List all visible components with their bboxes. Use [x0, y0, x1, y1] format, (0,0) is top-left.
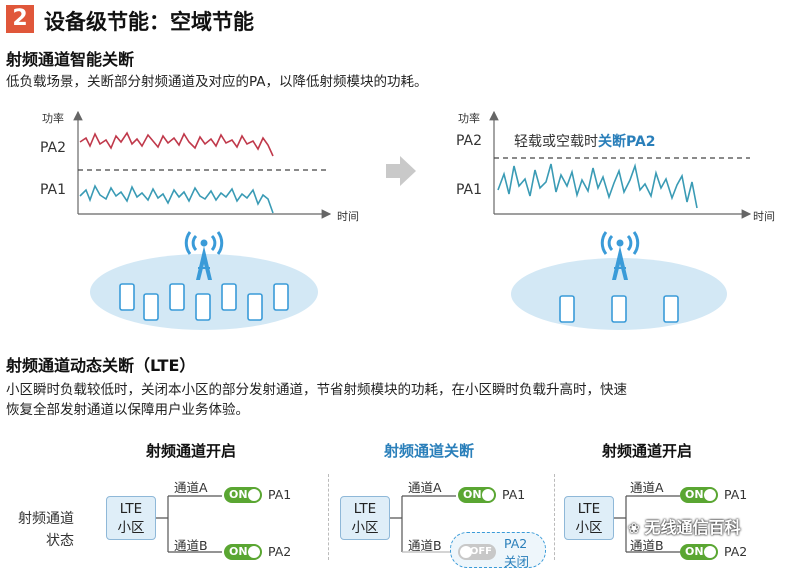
panel-title: 射频通道开启 [146, 442, 237, 460]
pa2-label: PA2 [268, 544, 292, 559]
transition-arrow [384, 154, 418, 192]
section2-desc-line2: 恢复全部发射通道以保障用户业务体验。 [6, 402, 249, 418]
right-xlabel: 时间 [753, 210, 775, 223]
wechat-icon: ❀ [628, 521, 645, 537]
right-ylabel: 功率 [458, 111, 480, 125]
watermark-text: 无线通信百科 [644, 518, 741, 537]
cell-line2: 小区 [351, 520, 379, 536]
left-cell-illustration [88, 222, 320, 334]
pa1-label: PA1 [724, 487, 748, 502]
left-pa1-label: PA1 [40, 182, 66, 198]
channel-b-label: 通道B [174, 538, 208, 553]
channel-b-label: 通道B [630, 538, 664, 553]
left-xlabel: 时间 [337, 210, 359, 223]
cell-line2: 小区 [575, 520, 603, 536]
row-label-line2: 状态 [46, 533, 74, 549]
panel-separator [328, 474, 329, 560]
section1-desc: 低负载场景，关断部分射频通道及对应的PA，以降低射频模块的功耗。 [6, 74, 428, 90]
phone-icons [119, 283, 289, 321]
cell-line2: 小区 [117, 520, 145, 536]
panel-title: 射频通道开启 [602, 442, 693, 460]
left-cell-svg [90, 231, 318, 330]
row-label-line1: 射频通道 [18, 511, 74, 527]
channel-b-label: 通道B [408, 538, 442, 553]
watermark: ❀ 无线通信百科 [628, 514, 741, 538]
panel-channels-on-1: 射频通道开启 LTE 小区 通道A 通道B ON PA1 ON PA2 [98, 440, 326, 561]
pa2-label: PA2 [724, 544, 748, 559]
panel-channels-off: 射频通道关断 LTE 小区 通道A 通道B ON PA1 OFF PA2 关闭 [332, 440, 552, 569]
panel-title: 射频通道关断 [384, 442, 475, 460]
lte-cell-box: LTE 小区 [106, 496, 156, 540]
cell-line1: LTE [353, 501, 377, 517]
channel-a-switch[interactable]: ON [224, 487, 262, 503]
pa1-series [497, 163, 698, 209]
base-station-icon [184, 231, 224, 280]
section2-desc-line1: 小区瞬时负载较低时，关闭本小区的部分发射通道，节省射频模块的功耗，在小区瞬时负载… [6, 382, 627, 398]
channel-b-switch[interactable]: ON [680, 544, 718, 560]
channel-a-label: 通道A [174, 480, 208, 495]
channel-a-switch[interactable]: ON [680, 487, 718, 503]
base-station-icon [600, 231, 640, 280]
pa2-series [79, 131, 274, 157]
channel-a-label: 通道A [408, 480, 442, 495]
channel-b-switch[interactable]: OFF [458, 544, 496, 560]
right-chart-svg: 功率 PA2 PA1 轻载或空载时关断PA2 时间 [456, 110, 775, 223]
pa1-label: PA1 [268, 487, 292, 502]
channel-a-label: 通道A [630, 480, 664, 495]
section1-title: 射频通道智能关断 [6, 50, 135, 69]
lte-cell-box: LTE 小区 [564, 496, 614, 540]
channel-a-switch[interactable]: ON [458, 487, 496, 503]
page-title: 设备级节能：空域节能 [44, 10, 254, 34]
right-pa2-label: PA2 [456, 133, 482, 149]
left-ylabel: 功率 [42, 111, 64, 125]
right-note: 轻载或空载时关断PA2 [514, 133, 656, 150]
phone-icons [559, 295, 679, 323]
left-power-chart: 功率 PA2 PA1 时间 [0, 100, 360, 230]
right-cell-svg [511, 231, 727, 330]
arrow-right-icon [386, 156, 416, 186]
pa1-series [79, 184, 274, 214]
channel-b-switch[interactable]: ON [224, 544, 262, 560]
cell-line1: LTE [119, 501, 143, 517]
cell-line1: LTE [577, 501, 601, 517]
right-power-chart: 功率 PA2 PA1 轻载或空载时关断PA2 时间 [420, 100, 802, 230]
pa2-label: PA2 [504, 536, 528, 551]
panel-separator [554, 474, 555, 560]
right-cell-illustration [508, 222, 730, 334]
lte-cell-box: LTE 小区 [340, 496, 390, 540]
branch-lines [614, 495, 680, 553]
section2-title: 射频通道动态关断（LTE） [6, 356, 196, 375]
section-number-badge: 2 [6, 5, 34, 33]
left-chart-svg: 功率 PA2 PA1 时间 [40, 110, 359, 223]
left-pa2-label: PA2 [40, 140, 66, 156]
panel-channels-on-2: 射频通道开启 LTE 小区 通道A 通道B ON PA1 ON PA2 [560, 440, 788, 561]
branch-lines [390, 495, 456, 553]
pa1-label: PA1 [502, 487, 526, 502]
branch-lines [156, 495, 222, 553]
right-pa1-label: PA1 [456, 182, 482, 198]
